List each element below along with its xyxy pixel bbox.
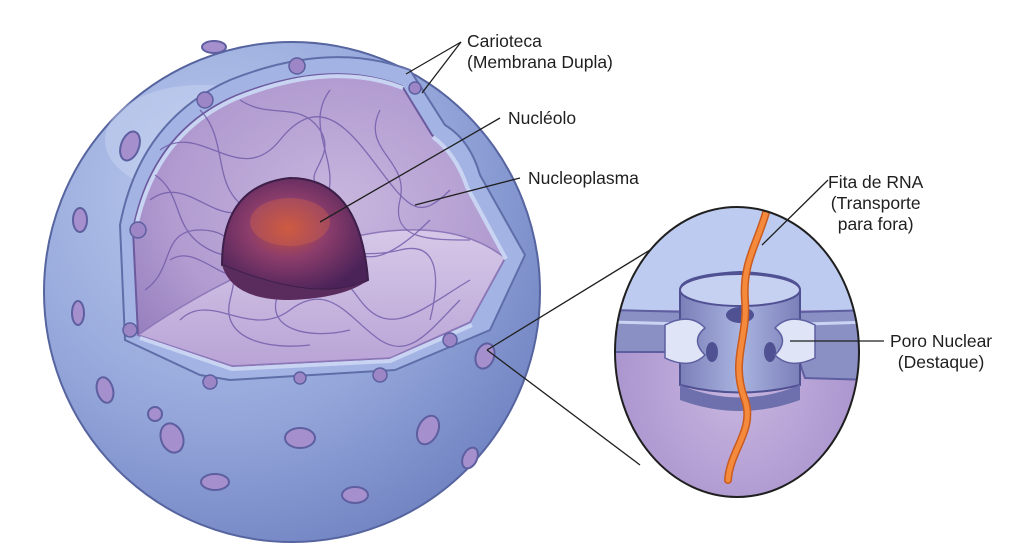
label-nucleoplasma: Nucleoplasma: [528, 168, 639, 189]
label-nucleoplasma-title: Nucleoplasma: [528, 168, 639, 188]
label-poro-nuclear-subtitle: (Destaque): [897, 352, 985, 372]
label-carioteca: Carioteca (Membrana Dupla): [467, 31, 613, 73]
label-fita-rna-title: Fita de RNA: [828, 172, 924, 192]
label-nucleolo-title: Nucléolo: [508, 108, 577, 128]
nucleolus: [220, 176, 370, 300]
label-poro-nuclear-title: Poro Nuclear: [890, 331, 993, 351]
label-fita-rna: Fita de RNA (Transporte para fora): [828, 172, 923, 235]
label-poro-nuclear: Poro Nuclear (Destaque): [890, 331, 992, 373]
label-nucleolo: Nucléolo: [508, 108, 576, 129]
label-carioteca-subtitle: (Membrana Dupla): [467, 52, 613, 72]
surface-pores: [71, 40, 496, 504]
pore-inset: [486, 206, 860, 498]
label-fita-rna-line2: (Transporte: [830, 193, 921, 213]
leader-lines: [319, 41, 884, 342]
label-carioteca-title: Carioteca: [467, 31, 542, 51]
label-fita-rna-line3: para fora): [837, 214, 914, 234]
